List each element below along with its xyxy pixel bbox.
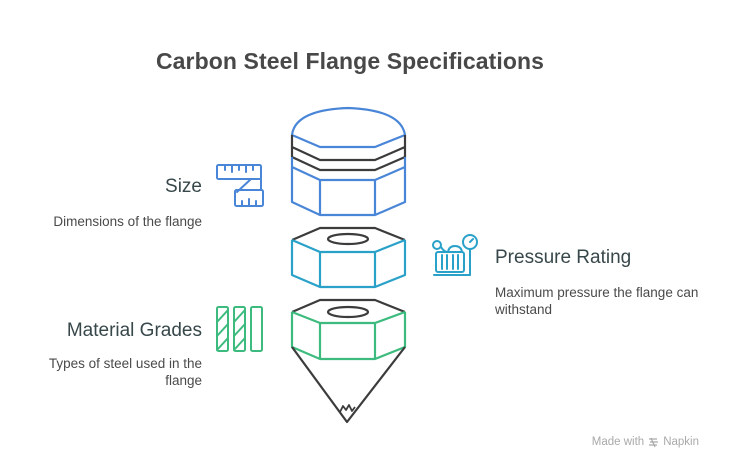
made-with-text: Made with bbox=[591, 436, 645, 448]
pressure-nut-body bbox=[290, 240, 407, 289]
size-hex-body bbox=[290, 167, 407, 217]
size-component bbox=[290, 106, 407, 217]
size-hex-top bbox=[290, 157, 407, 182]
size-description: Dimensions of the flange bbox=[53, 214, 202, 229]
pressure-component bbox=[290, 226, 407, 289]
pressure-rating-label: Pressure Rating bbox=[495, 247, 632, 268]
ruler-icon bbox=[216, 164, 264, 207]
material-grades-label: Material Grades bbox=[66, 320, 202, 341]
pressure-nut-hole bbox=[326, 232, 370, 246]
material-stripes-icon bbox=[216, 306, 263, 352]
material-nut-face bbox=[291, 310, 406, 325]
pressure-nut-face bbox=[291, 238, 406, 254]
material-grades-description: Types of steel used in the flange bbox=[48, 356, 202, 388]
pressure-rating-description: Maximum pressure the flange can withstan… bbox=[495, 285, 699, 317]
material-tip bbox=[291, 346, 406, 424]
material-nut-body bbox=[290, 312, 407, 361]
material-nut-top bbox=[291, 298, 406, 314]
pressure-nut-top bbox=[291, 226, 406, 242]
napkin-attribution[interactable]: Made with Napkin bbox=[592, 436, 699, 448]
material-nut-hole bbox=[326, 305, 370, 319]
material-component bbox=[290, 298, 407, 424]
diagram-title: Carbon Steel Flange Specifications bbox=[155, 48, 545, 74]
size-dome bbox=[290, 106, 407, 149]
material-tip-notch bbox=[339, 404, 356, 413]
size-ring-2 bbox=[290, 147, 407, 172]
pressure-gauge-icon bbox=[432, 234, 478, 276]
size-ring-1 bbox=[290, 135, 407, 162]
napkin-brand-text: Napkin bbox=[663, 436, 699, 448]
napkin-logo-icon bbox=[649, 437, 659, 447]
size-label: Size bbox=[165, 176, 202, 197]
